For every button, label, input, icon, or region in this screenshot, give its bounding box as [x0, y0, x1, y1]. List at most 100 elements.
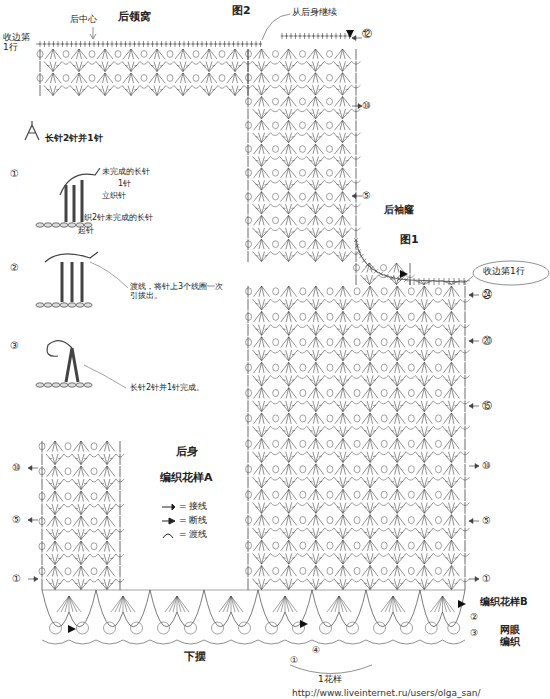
stitch-line [465, 566, 466, 578]
stitch-line [313, 61, 316, 71]
stitch-line [391, 481, 394, 483]
stitch-line [183, 86, 192, 96]
stitch-line [256, 136, 259, 138]
stitch-path [379, 426, 388, 429]
stitch-line [443, 388, 451, 399]
stitch-line [265, 405, 268, 407]
stitch-line [280, 228, 289, 238]
stitch-line [308, 337, 316, 348]
stitch-line [335, 311, 343, 322]
stitch-line [262, 452, 271, 463]
stitch-line [308, 144, 316, 154]
stitch-line [395, 489, 398, 500]
stitch-line [289, 85, 298, 95]
stitch-line [368, 489, 371, 500]
stitch-path [406, 426, 415, 429]
stitch-path [298, 228, 307, 231]
stitch-line [397, 503, 406, 514]
stitch-path [406, 401, 415, 404]
stitch-path [379, 401, 388, 404]
stitch-line [362, 413, 370, 424]
stitch-path [298, 61, 307, 64]
stitch-line [449, 388, 452, 399]
stitch-line [313, 120, 316, 130]
stitch-line [180, 62, 183, 72]
stitch-line [280, 85, 289, 95]
stitch-line [370, 337, 378, 348]
stitch-line [422, 337, 425, 348]
stitch-line [310, 231, 313, 233]
chain-loop [435, 389, 441, 396]
stitch-line [280, 553, 289, 564]
stitch-path [352, 553, 361, 556]
stitch-line [286, 144, 289, 154]
stitch-line [292, 532, 295, 534]
stitch-line [442, 553, 451, 564]
stitch-line [340, 464, 343, 475]
chain-loop [273, 146, 279, 153]
stitch-line [286, 540, 289, 551]
stitch-path [298, 350, 307, 353]
stitch-line [259, 157, 262, 167]
stitch-line [286, 388, 289, 399]
stitch-line [414, 278, 415, 285]
stitch-line [368, 439, 371, 450]
stitch-line [337, 532, 340, 534]
chain-loop [63, 51, 69, 58]
stitch-line [286, 239, 289, 249]
stitch-line [181, 73, 184, 83]
stitch-line [424, 350, 433, 361]
stitch-line [157, 86, 166, 96]
stitch-line [310, 328, 313, 330]
stitch-line [292, 328, 295, 330]
stitch-line [370, 515, 378, 526]
stitch-line [73, 89, 76, 91]
stitch-line [96, 86, 105, 96]
stitch-line [465, 337, 466, 349]
stitch-line [361, 579, 370, 590]
stitch-line [248, 527, 249, 539]
stitch-path [298, 325, 307, 328]
stitch-line [281, 73, 289, 83]
stitch-line [364, 278, 367, 280]
chain-loop [246, 567, 252, 574]
stitch-line [346, 112, 349, 114]
stitch-line [47, 89, 50, 91]
stitch-line [154, 62, 157, 72]
stitch-line [442, 401, 451, 412]
stitch-line [400, 430, 403, 432]
stitch-line [286, 426, 289, 437]
stitch-line [343, 61, 352, 71]
stitch-line [262, 73, 270, 83]
stitch-line [356, 215, 357, 226]
stitch-path [271, 553, 280, 556]
stitch-line [334, 325, 343, 336]
stitch-line [397, 540, 405, 551]
stitch-line [313, 97, 316, 107]
stitch-line [465, 502, 466, 514]
stitch-line [389, 362, 397, 373]
stitch-line [346, 405, 349, 407]
stitch-line [76, 86, 79, 96]
stitch-line [235, 49, 243, 59]
stitch-path [379, 579, 388, 582]
stitch-line [259, 239, 262, 249]
stitch-path [352, 528, 361, 531]
stitch-line [343, 337, 351, 348]
stitch-line [335, 337, 343, 348]
stitch-line [316, 228, 325, 238]
stitch-line [337, 184, 340, 186]
stitch-path [460, 375, 469, 378]
stitch-line [96, 62, 105, 72]
stitch-line [235, 86, 244, 96]
stitch-line [319, 379, 322, 381]
stitch-line [334, 401, 343, 412]
stitch-path [379, 275, 388, 278]
stitch-line [361, 401, 370, 412]
chain-loop [273, 517, 279, 524]
stitch-line [226, 86, 235, 96]
stitch-path [460, 503, 469, 506]
stitch-line [253, 325, 262, 336]
stitch-line [45, 49, 53, 59]
stitch-line [134, 89, 137, 91]
